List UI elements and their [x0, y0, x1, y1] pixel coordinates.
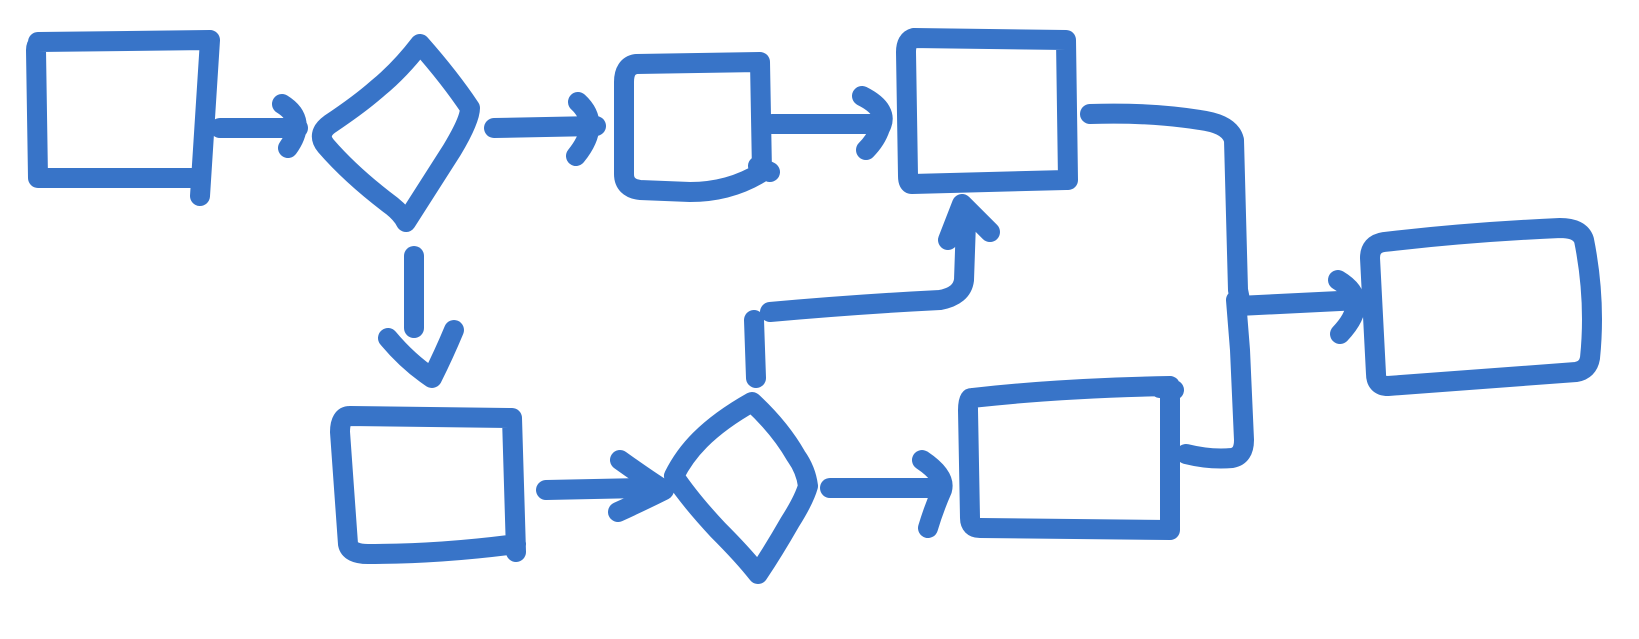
- arrowhead-decision-2-to-box-5: [912, 450, 953, 538]
- box-1: [26, 30, 220, 206]
- edge-box-3-to-box-6: [1080, 103, 1250, 310]
- arrowhead-merge-to-box-6: [1328, 270, 1366, 344]
- box-6: [1360, 218, 1602, 396]
- box-2: [614, 52, 780, 202]
- edge-decision-1-to-box-2: [484, 116, 606, 138]
- decision-2: [664, 392, 818, 584]
- arrowhead-decision-1-to-box-2: [566, 92, 600, 166]
- edge-decision-2-to-box-3: [744, 212, 976, 388]
- box-4: [330, 406, 526, 564]
- decision-1: [311, 34, 480, 232]
- arrowhead-box-2-to-box-3: [852, 86, 893, 160]
- box-3: [896, 28, 1078, 194]
- arrowhead-decision-2-to-box-3: [938, 194, 1000, 250]
- edge-box-4-to-decision-2: [536, 478, 652, 500]
- edge-merge-to-box-6: [1228, 290, 1370, 316]
- edge-box-5-to-merge: [1176, 290, 1254, 469]
- arrowhead-box-1-to-decision-1: [272, 94, 307, 158]
- arrowhead-box-4-to-decision-2: [608, 450, 674, 522]
- arrowhead-decision-1-to-box-4: [378, 320, 464, 388]
- box-5: [958, 376, 1184, 540]
